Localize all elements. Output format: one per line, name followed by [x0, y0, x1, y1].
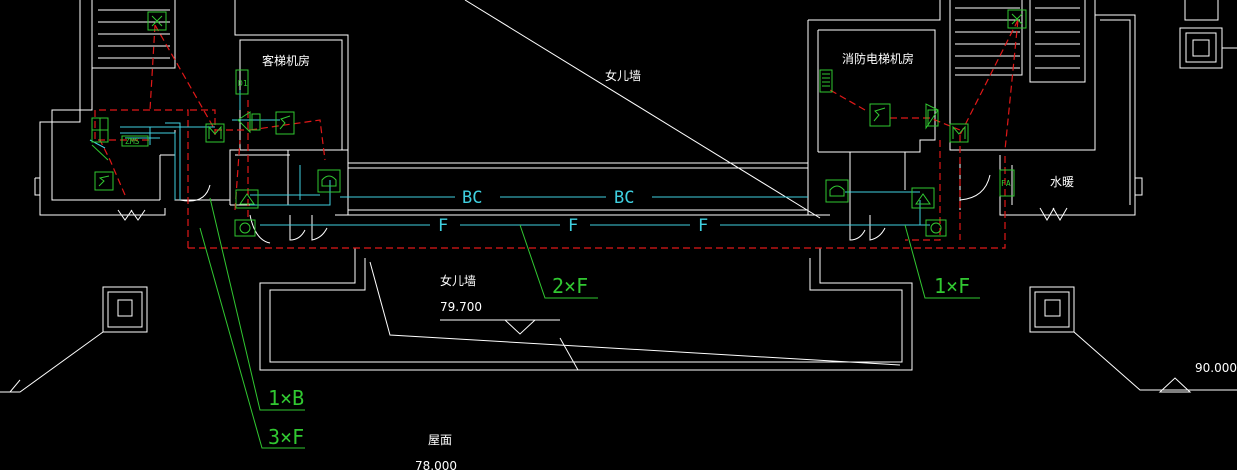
- parapet-mid-label: 女儿墙: [440, 273, 476, 288]
- bc-cable-label: BC: [462, 188, 482, 208]
- alarm-bell-icon: [911, 187, 935, 209]
- switch-icon: [869, 103, 891, 127]
- fan-icon: [147, 11, 167, 31]
- distribution-box-icon: [91, 117, 109, 143]
- cable-tag-1xf: 1×F: [934, 274, 970, 298]
- detector-icon: [234, 219, 256, 237]
- fa-label: FA: [1001, 179, 1011, 188]
- speaker-icon: [237, 111, 261, 134]
- alarm-bell-icon: [235, 189, 259, 209]
- diagonal-line: [464, 0, 821, 219]
- corridor-walls: [335, 162, 830, 216]
- roof-elevation: 78.000: [415, 459, 457, 470]
- zms-label: ZMS: [125, 137, 140, 146]
- panel-icon: [819, 69, 833, 93]
- fire-elevator-room-label: 消防电梯机房: [842, 51, 914, 66]
- speaker-icon: [925, 103, 939, 130]
- d1-box-icon: D1: [235, 69, 249, 95]
- parapet-elevation: 79.700: [440, 300, 482, 314]
- parapet-outline: [259, 248, 913, 371]
- switch-icon: [94, 171, 114, 191]
- motor-icon: [949, 123, 969, 143]
- roof-label: 屋面: [428, 433, 452, 447]
- cable-labels: BC BC F F F 2×F 1×F 1×B 3×F: [268, 188, 970, 449]
- water-heating-label: 水暖: [1050, 175, 1074, 189]
- right-elevation: 90.000: [1195, 361, 1237, 375]
- right-core-walls: [807, 0, 1237, 241]
- leader-lines: [199, 197, 980, 449]
- elevation-labels: 79.700 90.000 78.000: [415, 300, 1237, 470]
- telephone-icon: [825, 179, 849, 203]
- f-cable-label: F: [698, 216, 708, 236]
- cable-tag-1xb: 1×B: [268, 386, 304, 410]
- fa-box-icon: FA: [999, 169, 1015, 197]
- room-labels: 客梯机房 消防电梯机房 女儿墙 女儿墙 水暖 屋面: [262, 51, 1074, 447]
- passenger-elevator-room-label: 客梯机房: [262, 53, 310, 68]
- cable-tag-2xf: 2×F: [552, 274, 588, 298]
- bc-cable-label: BC: [614, 188, 634, 208]
- detector-icon: [925, 219, 947, 237]
- telephone-icon: [317, 169, 341, 193]
- parapet-top-label: 女儿墙: [605, 68, 641, 83]
- cable-runs: [89, 90, 930, 226]
- outer-shafts: [0, 286, 1237, 393]
- cable-tag-3xf: 3×F: [268, 425, 304, 449]
- f-cable-label: F: [438, 216, 448, 236]
- motor-icon: [205, 123, 225, 143]
- fan-icon: [1007, 9, 1027, 29]
- zms-panel-icon: ZMS: [121, 135, 149, 147]
- f-cable-label: F: [568, 216, 578, 236]
- devices: ZMS D1: [91, 9, 1027, 237]
- d1-label: D1: [238, 79, 248, 88]
- left-core-walls: [34, 0, 349, 244]
- switch-icon: [275, 111, 295, 135]
